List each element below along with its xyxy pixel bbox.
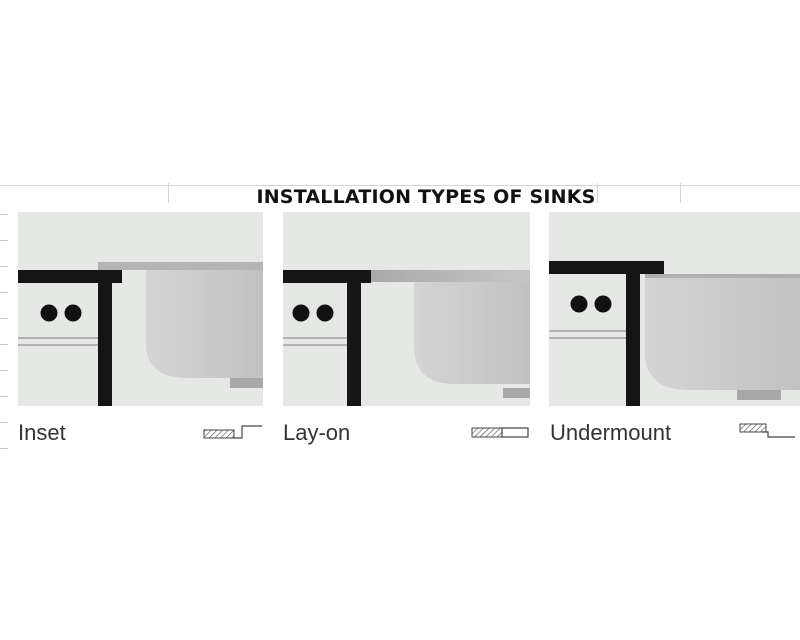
row-tick [0,292,8,293]
cabinet-side [347,270,361,406]
row-tick [0,240,8,241]
lay-on-illustration [283,212,530,406]
knob [292,304,310,322]
cabinet-side [626,261,640,406]
row-tick [0,318,8,319]
inset-illustration [18,212,263,406]
lay-on-profile-icon [470,424,532,445]
sink-rim [371,270,530,282]
row-tick [0,422,8,423]
knob [40,304,58,322]
diagram-title: INSTALLATION TYPES OF SINKS [256,186,596,208]
inset-profile-icon [202,422,264,447]
knob [316,304,334,322]
sink-bowl [645,276,800,390]
knob [64,304,82,322]
row-tick [0,214,8,215]
sink-rim [645,274,800,278]
caption-lay-on: Lay-on [283,420,351,445]
drain [503,388,530,398]
row-tick [0,344,8,345]
row-tick [0,266,8,267]
sink-rim [98,262,263,270]
undermount-profile-icon [738,420,798,447]
sink-bowl [146,270,263,378]
sink-bowl [414,282,530,384]
cabinet-side [98,270,112,406]
sheet-gridline-col-2 [597,183,598,203]
sheet-gridline-col-1 [168,183,169,203]
row-tick [0,370,8,371]
sheet-gridline-top [0,185,800,186]
undermount-illustration [549,212,800,406]
sheet-gridline-col-3 [680,183,681,203]
countertop [18,270,122,283]
row-tick [0,448,8,449]
knob [570,295,588,313]
knob [594,295,612,313]
caption-inset: Inset [18,420,66,445]
drain [737,390,781,400]
caption-undermount: Undermount [550,420,672,445]
row-tick [0,396,8,397]
drain [230,378,263,388]
countertop [549,261,664,274]
